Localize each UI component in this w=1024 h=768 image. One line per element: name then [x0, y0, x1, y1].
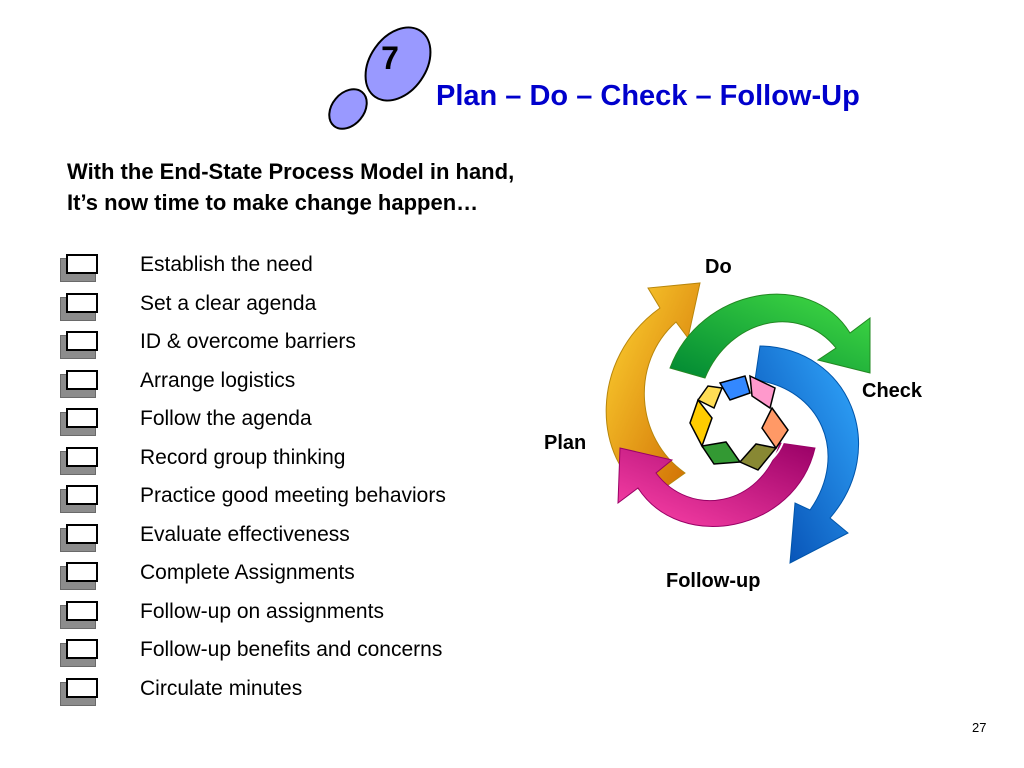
- checkbox[interactable]: [60, 331, 98, 359]
- cycle-label-check: Check: [862, 380, 923, 402]
- checkbox[interactable]: [60, 677, 98, 706]
- pdca-cycle-diagram: [605, 282, 871, 564]
- checkbox[interactable]: [60, 369, 98, 398]
- step-number: 7: [381, 40, 399, 76]
- do-arrow: [669, 293, 871, 379]
- cycle-label-plan: Plan: [544, 432, 587, 454]
- checklist-item-label: Evaluate effectiveness: [140, 522, 350, 546]
- page-title: Plan – Do – Check – Follow-Up: [436, 80, 860, 112]
- checklist-item-label: Practice good meeting behaviors: [140, 484, 446, 507]
- subtitle: With the End-State Process Model in hand…: [67, 156, 514, 218]
- check-arrow: [754, 345, 860, 564]
- cycle-label-do: Do: [705, 256, 732, 278]
- checkbox[interactable]: [60, 485, 98, 513]
- checklist-item-label: Establish the need: [140, 253, 313, 276]
- follow-up-arrow: [617, 442, 816, 527]
- checklist-item-label: Arrange logistics: [140, 368, 296, 392]
- subtitle-line-2: It’s now time to make change happen…: [67, 190, 479, 215]
- checkbox[interactable]: [60, 254, 98, 282]
- cycle-label-follow-up: Follow-up: [666, 570, 761, 592]
- checkbox[interactable]: [60, 408, 98, 436]
- hands-ring-icon: [689, 374, 789, 473]
- checklist-item-label: Follow-up on assignments: [140, 599, 384, 623]
- footprint-icon: [328, 26, 432, 130]
- checklist-item-label: Complete Assignments: [140, 561, 355, 584]
- checklist-item-label: Follow-up benefits and concerns: [140, 638, 443, 661]
- subtitle-line-1: With the End-State Process Model in hand…: [67, 159, 515, 184]
- checkbox[interactable]: [60, 292, 98, 321]
- checklist-item-label: Circulate minutes: [140, 676, 303, 700]
- checklist-item-label: ID & overcome barriers: [140, 330, 356, 353]
- checkbox[interactable]: [60, 523, 98, 552]
- plan-arrow: [605, 282, 701, 499]
- checklist-item-label: Set a clear agenda: [140, 291, 317, 315]
- checkbox[interactable]: [60, 446, 98, 475]
- checklist-item-label: Record group thinking: [140, 445, 346, 469]
- checkbox[interactable]: [60, 600, 98, 629]
- checklist-item-label: Follow the agenda: [140, 407, 312, 430]
- page-number: 27: [972, 720, 987, 735]
- checkbox[interactable]: [60, 562, 98, 590]
- checkbox[interactable]: [60, 639, 98, 667]
